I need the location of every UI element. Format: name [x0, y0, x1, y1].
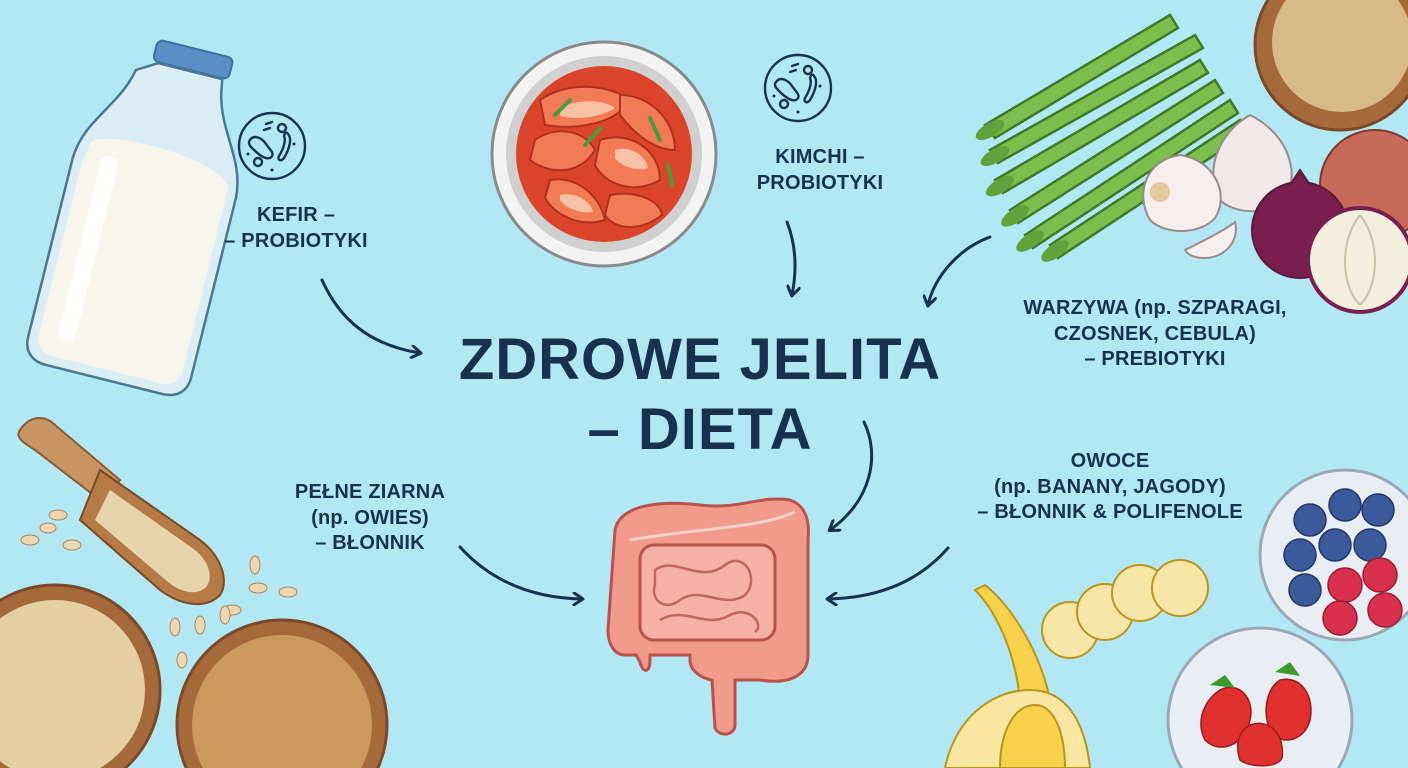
oats-illustration	[0, 417, 389, 768]
arrow-owoce	[828, 546, 950, 599]
bacteria-icon	[763, 53, 833, 123]
berries-illustration	[1166, 468, 1408, 768]
title-line-2: – DIETA	[587, 396, 813, 462]
milk-bottle-illustration	[26, 39, 239, 397]
banana-illustration	[943, 559, 1209, 768]
onion-illustration	[1251, 129, 1408, 314]
intestines-illustration	[606, 497, 810, 736]
label-owoce: OWOCE (np. BANANY, JAGODY) – BŁONNIK & P…	[977, 450, 1243, 524]
arrow-pelne-ziarna	[458, 545, 582, 599]
arrow-kimchi	[785, 220, 795, 295]
arrow-warzywa	[928, 235, 992, 305]
arrow-kefir	[320, 278, 420, 353]
grain-bowl-top-illustration	[1253, 0, 1408, 132]
label-kefir: KEFIR – – PROBIOTYKI	[224, 204, 368, 252]
page-title: ZDROWE JELITA – DIETA	[430, 325, 970, 464]
label-warzywa: WARZYWA (np. SZPARAGI, CZOSNEK, CEBULA) …	[1023, 297, 1287, 371]
arrows	[320, 220, 992, 599]
arrow-dieta	[830, 420, 874, 530]
bacteria-icon	[237, 111, 307, 181]
label-pelne-ziarna: PEŁNE ZIARNA (np. OWIES) – BŁONNIK	[294, 481, 446, 555]
garlic-illustration	[1142, 113, 1293, 260]
label-kimchi: KIMCHI – PROBIOTYKI	[756, 146, 884, 194]
title-line-1: ZDROWE JELITA	[458, 327, 942, 392]
kimchi-bowl-illustration	[490, 40, 718, 268]
